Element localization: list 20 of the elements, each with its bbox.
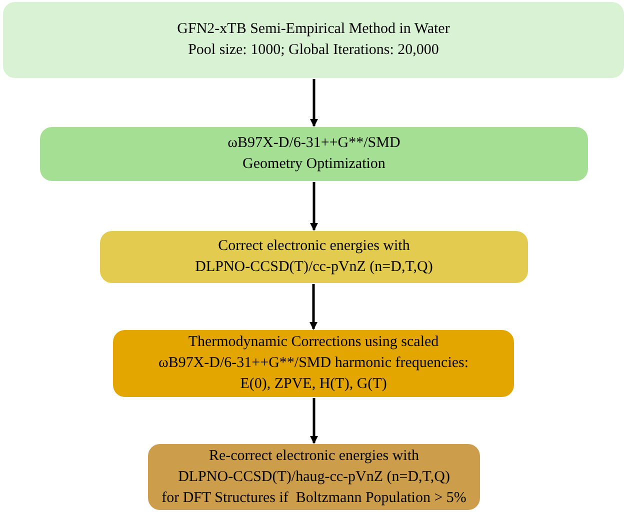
box-text: Re-correct electronic energies with (208, 446, 420, 466)
box-text: ωB97X-D/6-31++G**/SMD harmonic frequencies: (158, 354, 469, 373)
box-text: GFN2-xTB Semi-Empirical Method in Water (177, 20, 450, 39)
box-text: DLPNO-CCSD(T)/cc-pVnZ (n=D,T,Q) (195, 258, 433, 277)
process-box (148, 444, 480, 510)
arrow (310, 79, 318, 127)
box-text: E(0), ZPVE, H(T), G(T) (240, 375, 387, 394)
box-text: Thermodynamic Corrections using scaled (188, 333, 439, 352)
process-box (113, 330, 514, 397)
box-text: for DFT Structures if Boltzmann Population > 5% (162, 488, 466, 508)
process-box (100, 231, 528, 283)
process-box (40, 127, 588, 181)
box-text: Correct electronic energies with (218, 237, 410, 256)
box-text: ωB97X-D/6-31++G**/SMD (228, 134, 400, 153)
box-text: Geometry Optimization (242, 155, 386, 174)
arrow (310, 284, 318, 330)
box-text: DLPNO-CCSD(T)/haug-cc-pVnZ (n=D,T,Q) (178, 468, 450, 486)
arrow (310, 182, 318, 231)
box-text: Pool size: 1000; Global Iterations: 20,000 (188, 41, 439, 60)
process-box (3, 2, 624, 78)
